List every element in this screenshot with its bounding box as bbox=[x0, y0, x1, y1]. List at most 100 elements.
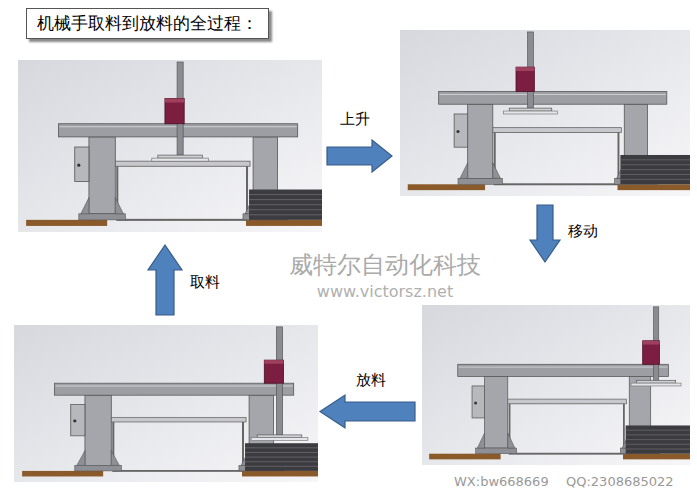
floor-board bbox=[429, 454, 500, 460]
table-top bbox=[492, 128, 622, 133]
gripper bbox=[636, 380, 675, 383]
gantry-column bbox=[468, 104, 493, 178]
title: 机械手取料到放料的全过程： bbox=[37, 13, 258, 33]
stack-line bbox=[249, 209, 322, 210]
gantry-panel bbox=[14, 325, 318, 482]
carriage bbox=[264, 360, 283, 383]
column-flange bbox=[460, 163, 468, 179]
stack-line bbox=[249, 199, 322, 200]
gantry-beam bbox=[55, 383, 294, 395]
stack-line bbox=[249, 194, 322, 195]
step-label: 取料 bbox=[190, 273, 220, 291]
block-arrow bbox=[320, 395, 415, 428]
plate-stack bbox=[249, 190, 322, 220]
stack-line bbox=[245, 447, 318, 448]
floor-board bbox=[408, 184, 485, 190]
floor-board bbox=[246, 220, 322, 226]
carriage-top bbox=[643, 341, 660, 345]
stack-line bbox=[620, 169, 690, 170]
gantry-panel bbox=[18, 60, 322, 232]
stack-line bbox=[626, 444, 690, 445]
stack-line bbox=[620, 174, 690, 175]
column-flange bbox=[111, 451, 119, 466]
control-button bbox=[73, 420, 76, 423]
step-label: 移动 bbox=[568, 222, 598, 240]
table-top bbox=[114, 161, 250, 166]
beam-highlight bbox=[56, 385, 293, 386]
block-arrow bbox=[530, 205, 560, 262]
table-frame bbox=[113, 421, 243, 471]
gantry-panel bbox=[422, 305, 690, 465]
stack-line bbox=[626, 439, 690, 440]
watermark-url: www.victorsz.net bbox=[317, 282, 453, 301]
held-plate bbox=[251, 438, 308, 441]
panel-background bbox=[400, 30, 690, 196]
plate-stack bbox=[620, 155, 690, 184]
carriage bbox=[643, 341, 660, 365]
floor-board bbox=[26, 220, 107, 226]
watermark: 威特尔自动化科技 bbox=[289, 251, 481, 280]
column-flange bbox=[77, 451, 85, 466]
title-box: 机械手取料到放料的全过程： bbox=[26, 8, 269, 39]
block-arrow bbox=[327, 140, 392, 172]
panel-background bbox=[18, 60, 322, 232]
control-box bbox=[454, 114, 468, 147]
stack-line bbox=[245, 452, 318, 453]
held-plate bbox=[152, 158, 209, 161]
gripper bbox=[509, 108, 552, 111]
control-box bbox=[75, 147, 89, 181]
stack-line bbox=[620, 164, 690, 165]
gantry-column bbox=[85, 395, 111, 465]
gantry-beam bbox=[458, 364, 669, 376]
control-button bbox=[77, 164, 80, 167]
carriage bbox=[165, 98, 184, 123]
floor-board bbox=[22, 471, 103, 477]
carriage-top bbox=[165, 98, 184, 102]
gantry-beam bbox=[439, 92, 667, 105]
stack-line bbox=[626, 434, 690, 435]
carriage-top bbox=[516, 67, 534, 71]
plate-stack bbox=[626, 425, 690, 453]
stack-line bbox=[245, 461, 318, 462]
column-base bbox=[75, 465, 122, 471]
column-flange bbox=[508, 433, 515, 448]
gripper bbox=[158, 155, 203, 158]
gantry-panel bbox=[400, 30, 690, 196]
floor-board bbox=[242, 471, 318, 477]
panel-background bbox=[422, 305, 690, 465]
beam-highlight bbox=[440, 94, 666, 95]
step-label: 放料 bbox=[356, 371, 386, 389]
stack-line bbox=[620, 159, 690, 160]
contact-text: QQ:2308685022 bbox=[566, 474, 674, 490]
stack-line bbox=[245, 466, 318, 467]
stack-line bbox=[626, 449, 690, 450]
column-flange bbox=[115, 198, 123, 214]
control-button bbox=[474, 401, 477, 404]
control-button bbox=[456, 130, 459, 133]
table-top bbox=[507, 399, 627, 404]
beam-highlight bbox=[459, 367, 668, 368]
column-base bbox=[458, 178, 502, 184]
contact-text: WX:bw668669 bbox=[454, 474, 549, 490]
stack-line bbox=[249, 204, 322, 205]
plate-stack bbox=[245, 443, 318, 471]
column-base bbox=[476, 448, 517, 454]
column-flange bbox=[81, 198, 89, 214]
block-arrow bbox=[148, 245, 182, 315]
carriage-top bbox=[264, 360, 283, 364]
table-top bbox=[110, 417, 246, 422]
held-plate bbox=[503, 111, 557, 114]
held-plate bbox=[631, 383, 681, 386]
gantry-column bbox=[89, 137, 115, 214]
table-frame bbox=[117, 165, 247, 220]
table-frame bbox=[495, 132, 619, 185]
floor-board bbox=[618, 184, 691, 190]
gripper bbox=[257, 435, 302, 438]
carriage bbox=[516, 67, 534, 91]
column-flange bbox=[493, 163, 501, 179]
panel-background bbox=[14, 325, 318, 482]
floor-board bbox=[623, 454, 690, 460]
stack-line bbox=[626, 430, 690, 431]
step-label: 上升 bbox=[340, 110, 370, 128]
column-flange bbox=[477, 433, 484, 448]
